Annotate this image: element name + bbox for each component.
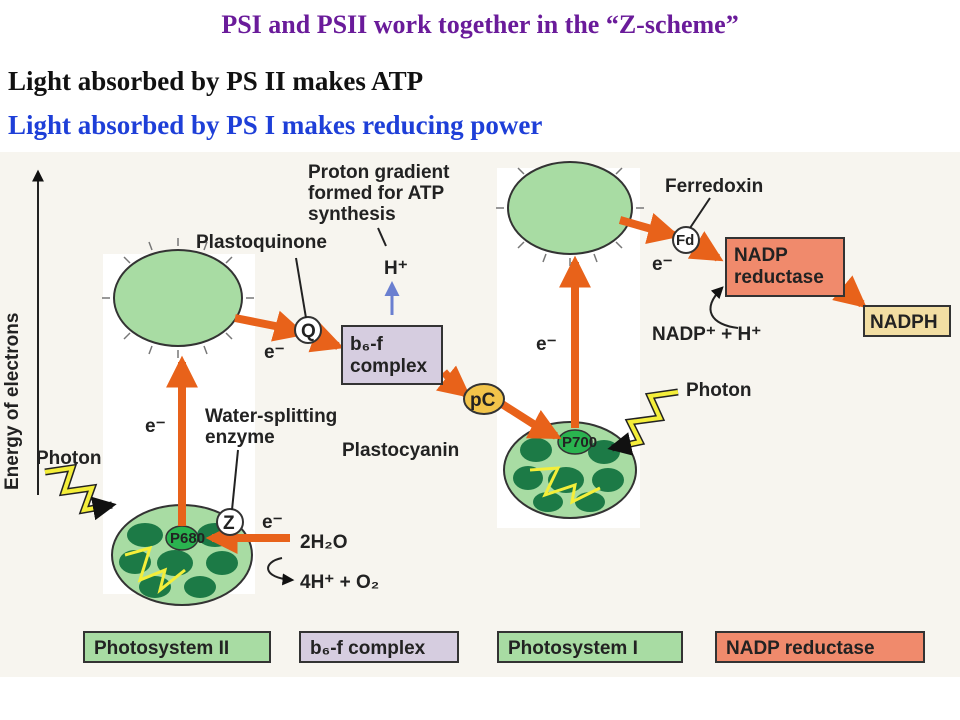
nadph-label: NADPH [870, 312, 938, 333]
psi-photon-label: Photon [686, 380, 751, 401]
z-label: Z [223, 513, 235, 534]
z-carrier [216, 508, 244, 536]
slide-title: PSI and PSII work together in the “Z-sch… [0, 10, 960, 40]
legend-nadp-reductase [715, 631, 925, 663]
title-close-quote: ” [725, 10, 739, 39]
psi-electron-to-nadp-label: e⁻ [652, 254, 673, 275]
psi-energy-transfer [529, 466, 601, 505]
legend-photosystem-ii-label: Photosystem II [94, 638, 229, 659]
pc-label: pC [470, 390, 496, 411]
title-prefix: PSI and PSII work together in the [221, 10, 606, 39]
plastocyanin-label: Plastocyanin [342, 440, 459, 461]
nadp-input-label: NADP⁺ + H⁺ [652, 324, 761, 345]
psii-photon-arrow [44, 465, 117, 521]
h-plus-label: H⁺ [384, 258, 408, 279]
b6f-complex-box [341, 325, 443, 385]
plastoquinone-q-carrier [294, 316, 322, 344]
b6f-box-line2: complex [350, 356, 428, 377]
ferredoxin-fd-carrier [672, 226, 700, 254]
psii-photon-label: Photon [36, 448, 101, 469]
title-open-quote: “ [605, 10, 619, 39]
z-scheme-diagram: Energy of electrons P680 P700 [0, 152, 960, 677]
psi-photon-arrow [607, 390, 679, 456]
water-label: 2H₂O [300, 532, 348, 553]
nadph-box [863, 305, 951, 337]
legend-nadp-reductase-label: NADP reductase [726, 638, 875, 659]
plastocyanin-pc-carrier [463, 383, 505, 415]
psi-electron-label: e⁻ [536, 334, 557, 355]
psii-excited-ellipse [113, 249, 243, 347]
legend-b6f-complex-label: b₆-f complex [310, 638, 426, 659]
proton-gradient-line3: synthesis [308, 204, 396, 225]
nadp-box-line1: NADP [734, 245, 788, 266]
ps2-statement: Light absorbed by PS II makes ATP [8, 66, 424, 96]
ps1-statement: Light absorbed by PS I makes reducing po… [8, 110, 543, 140]
legend-b6f-complex [299, 631, 459, 663]
proton-gradient-line1: Proton gradient [308, 162, 450, 183]
psi-excited-ellipse [507, 161, 633, 255]
energy-axis-label: Energy of electrons [2, 313, 23, 490]
p680-label: P680 [170, 530, 205, 547]
nadp-box-line2: reductase [734, 267, 824, 288]
proton-gradient-line2: formed for ATP [308, 183, 444, 204]
water-enzyme-line2: enzyme [205, 427, 275, 448]
legend-photosystem-ii [83, 631, 271, 663]
oxygen-label: 4H⁺ + O₂ [300, 572, 379, 593]
q-label: Q [301, 321, 316, 342]
title-scheme-name: Z-scheme [618, 10, 726, 39]
psii-electron-to-q-label: e⁻ [264, 342, 285, 363]
z-electron-label: e⁻ [262, 512, 283, 533]
psii-energy-transfer [124, 545, 186, 594]
ferredoxin-label: Ferredoxin [665, 176, 763, 197]
p700-label: P700 [562, 434, 597, 451]
water-enzyme-line1: Water-splitting [205, 406, 337, 427]
fd-label: Fd [676, 232, 694, 249]
legend-photosystem-i [497, 631, 683, 663]
b6f-box-line1: b₆-f [350, 334, 384, 355]
plastoquinone-label: Plastoquinone [196, 232, 327, 253]
p700-center [557, 429, 593, 455]
electron-flow-arrows [166, 213, 867, 554]
psii-electron-label: e⁻ [145, 416, 166, 437]
legend-photosystem-i-label: Photosystem I [508, 638, 638, 659]
nadp-reductase-box [725, 237, 845, 297]
pointer-lines [231, 197, 739, 586]
